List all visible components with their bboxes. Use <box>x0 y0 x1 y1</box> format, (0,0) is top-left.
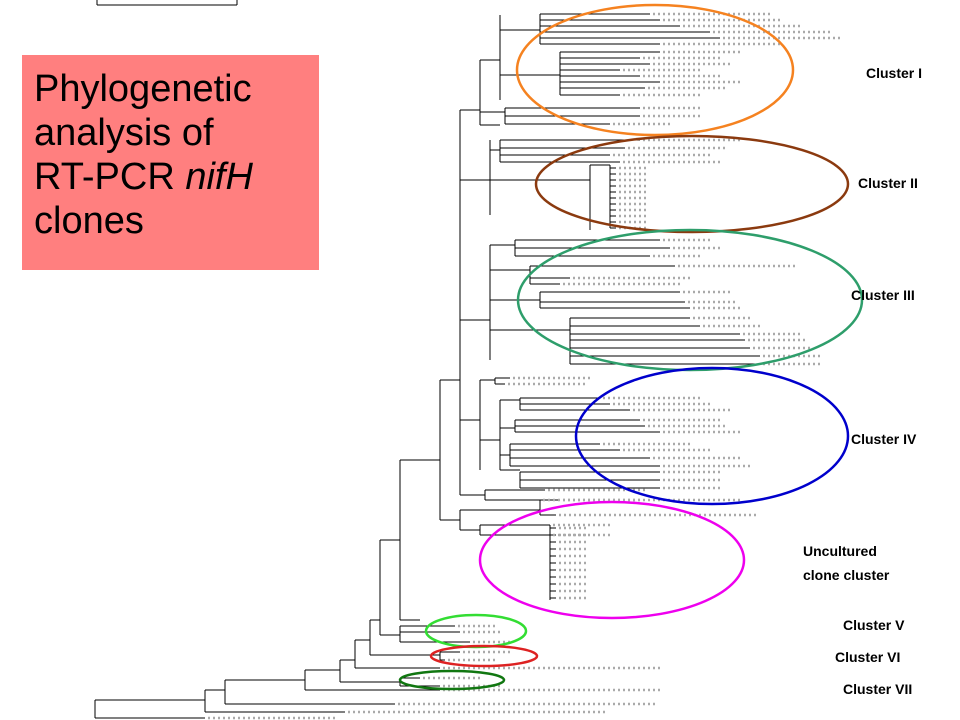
cluster-iii-ellipse <box>516 228 864 372</box>
cluster-vi-ellipse <box>429 644 539 668</box>
title-line-1: Phylogenetic <box>34 68 252 110</box>
cluster-vii-label: Cluster VII <box>843 681 913 697</box>
title-line-3: RT-PCR nifH <box>34 155 319 199</box>
cluster-v-ellipse <box>424 613 528 649</box>
cluster-iv-ellipse <box>574 366 850 506</box>
cluster-i-ellipse <box>515 3 795 137</box>
title-rtpcr: RT-PCR <box>34 156 186 198</box>
cluster-vi-label: Cluster VI <box>835 649 901 665</box>
title-box: Phylogenetic analysis of RT-PCR nifH clo… <box>22 55 319 270</box>
cluster-ii-ellipse <box>534 134 850 234</box>
cluster-v-label: Cluster V <box>843 617 905 633</box>
cluster-ii-label: Cluster II <box>858 175 918 191</box>
title-line-2: analysis of <box>34 112 214 154</box>
uncultured-cluster-ellipse <box>478 500 746 620</box>
tree-branches <box>94 0 760 719</box>
title-line-4: clones <box>34 200 144 242</box>
cluster-ellipses <box>398 3 864 691</box>
cluster-i-label: Cluster I <box>866 65 923 81</box>
uncultured-label-line2: clone cluster <box>803 567 890 583</box>
uncultured-label-line1: Uncultured <box>803 543 877 559</box>
cluster-iii-label: Cluster III <box>851 287 915 303</box>
cluster-vii-ellipse <box>398 669 506 691</box>
cluster-iv-label: Cluster IV <box>851 431 917 447</box>
title-gene-nifh: nifH <box>185 156 253 198</box>
